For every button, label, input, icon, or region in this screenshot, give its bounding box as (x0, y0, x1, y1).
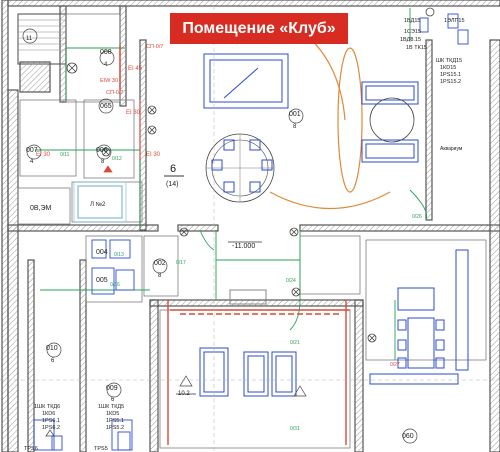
equip-d4: 1РS5.2 (106, 425, 124, 431)
tag-ei30-c: EI 30 (36, 152, 51, 158)
tag-d12: 0/12 (112, 156, 122, 162)
room-num-009: 6 (111, 397, 115, 403)
room-codes: 008 4 065 007 4 006 8 001 8 002 8 004 00… (26, 36, 414, 440)
equip-a3: 1ВД8.15 (400, 37, 421, 43)
room-code-004: 004 (96, 249, 108, 256)
level-main: -11.000 (232, 243, 255, 250)
equip-c3: 1РS6.1 (42, 418, 60, 424)
equip-a5: 1ЭЛП15 (444, 18, 465, 24)
dining-block (369, 249, 469, 385)
equipment-bottom-left: 1ШК ТКД6 1КD6 1РS6.1 1РS6.2 1ШК ТКД5 1КD… (24, 404, 124, 452)
room-num-006: 8 (101, 159, 105, 165)
equipment-top-right: 1ВД15 1СЭ15 1ВД8.15 1В ТК15 1ЭЛП15 ШК ТК… (400, 18, 465, 152)
label-l-nr2: Л №2 (90, 201, 106, 208)
room-code-010: 010 (46, 345, 58, 352)
equip-a1: 1ВД15 (404, 18, 420, 24)
level-hall: 10.2 (178, 391, 190, 397)
equip-e2: ТРS5 (94, 446, 108, 452)
tag-eim: EIW 30 (100, 78, 118, 84)
tag-d26: 0/26 (412, 214, 422, 220)
equip-d1: 1ШК ТКД5 (98, 404, 124, 410)
equip-c4: 1РS6.2 (42, 425, 60, 431)
tag-sp07b: СП-0/7 (106, 90, 123, 96)
room-num-002: 8 (158, 273, 162, 279)
tag-ei30-a: EI 30 (126, 110, 141, 116)
tag-d13: 0/13 (114, 252, 124, 258)
equip-a2: 1СЭ15 (404, 29, 421, 35)
tag-sp07: СП-0/7 (146, 44, 163, 50)
tag-d24: 0/24 (286, 278, 296, 284)
room-code-065: 065 (100, 103, 112, 110)
level-marker (176, 241, 262, 395)
equip-b2: 1КD15 (440, 65, 456, 71)
equip-e1: ТРS6 (24, 446, 38, 452)
equip-aquarium: Аквариум (440, 146, 463, 152)
tag-d31: 0/31 (290, 426, 300, 432)
label-ob-zm: 0В,ЭМ (30, 205, 52, 212)
equip-c2: 1КD6 (42, 411, 55, 417)
tag-d27: 0/27 (390, 362, 400, 368)
equip-b3: 1РS15.1 (440, 72, 461, 78)
section-sub: (14) (166, 181, 178, 188)
equipment-panels (51, 13, 469, 451)
tag-ei30-b: EI 30 (146, 152, 161, 158)
equip-c1: 1ШК ТКД6 (34, 404, 60, 410)
level-text: -11.000 10.2 0В,ЭМ Л №2 (30, 201, 255, 397)
room-code-002: 002 (154, 260, 166, 267)
room-title-banner: Помещение «Клуб» (170, 13, 348, 44)
round-table (205, 133, 275, 203)
room-num-008: 4 (104, 62, 108, 68)
room-code-060: 060 (402, 433, 414, 440)
lounge-sofas (361, 81, 419, 163)
equip-a4: 1В ТК15 (406, 45, 427, 51)
equip-b4: 1РS15.2 (440, 79, 461, 85)
cinema-markers (45, 165, 307, 437)
fire-lines (119, 45, 350, 445)
room-code-007: 007 (26, 147, 38, 154)
section-number: 6 (170, 163, 176, 175)
tag-labels: EI 45 EIW 30 EI 30 EI 30 EI 30 СП-0/7 СП… (36, 44, 422, 432)
room-num-007: 4 (30, 159, 34, 165)
section-text: 6 (14) (166, 163, 178, 188)
room-num-001: 8 (293, 124, 297, 130)
equip-d2: 1КD5 (106, 411, 119, 417)
tag-d16: 0/16 (110, 282, 120, 288)
tag-d11: 0/11 (60, 152, 70, 158)
billiard-table (203, 53, 289, 109)
green-lines (35, 8, 428, 360)
stair-treads (18, 19, 66, 51)
equip-d3: 1РS5.1 (106, 418, 124, 424)
tag-ei45: EI 45 (128, 66, 143, 72)
room-code-001: 001 (289, 111, 301, 118)
room-code-005: 005 (96, 277, 108, 284)
axis-lines (0, 6, 500, 452)
room-num-010: 6 (51, 358, 55, 364)
tag-d17: 0/17 (176, 260, 186, 266)
room-code-006: 006 (96, 147, 108, 154)
room-markers (22, 28, 418, 444)
room-code-009: 009 (106, 385, 118, 392)
light-fixtures (66, 7, 435, 343)
tag-d21: 0/21 (290, 340, 300, 346)
equip-b1: ШК ТКД15 (436, 58, 462, 64)
room-code-011: 11 (26, 36, 33, 42)
room-code-008: 008 (100, 49, 112, 56)
